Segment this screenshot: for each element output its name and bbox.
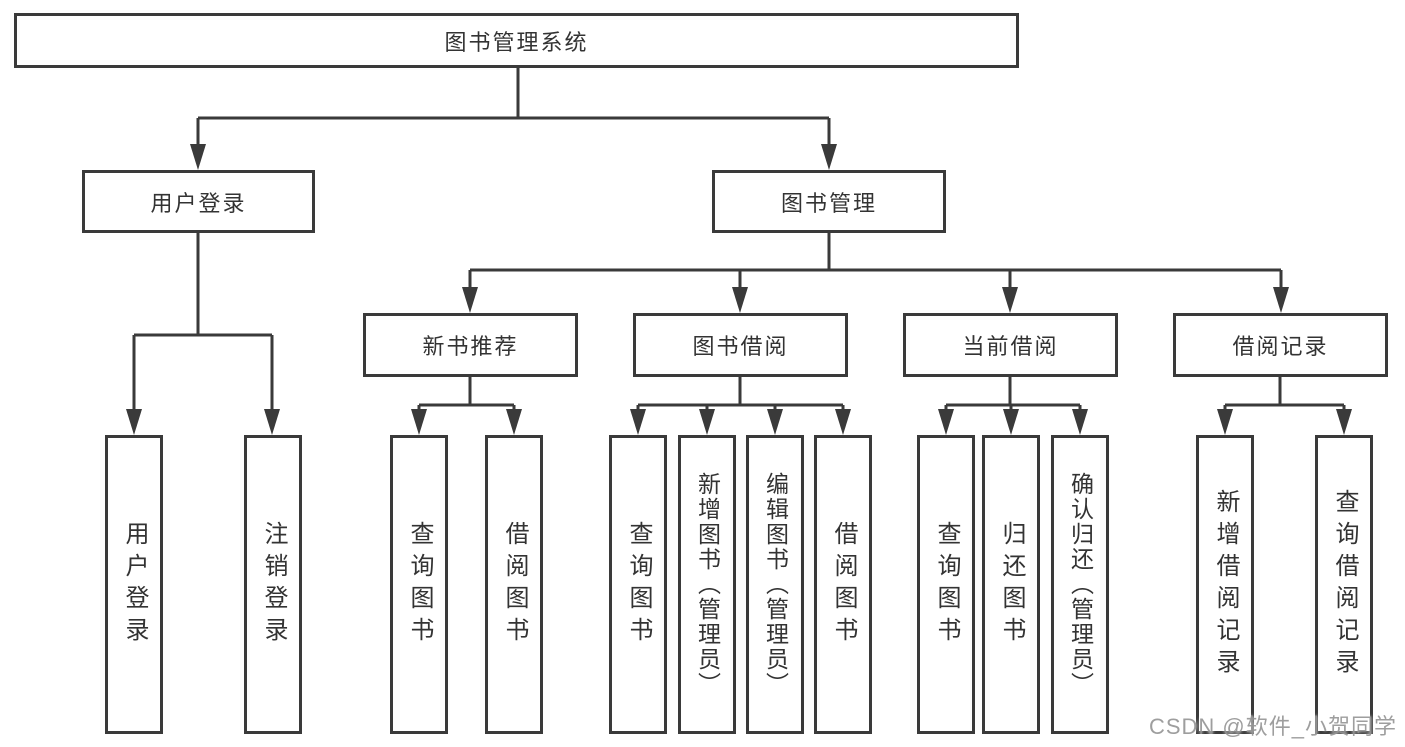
node-new-book-recommend: 新书推荐 <box>363 313 578 377</box>
arrow-down-icon <box>1002 287 1018 313</box>
arrow-down-icon <box>1336 409 1352 435</box>
leaf-record-add: 新增借阅记录 <box>1196 435 1254 734</box>
node-root: 图书管理系统 <box>14 13 1019 68</box>
node-current-borrow: 当前借阅 <box>903 313 1118 377</box>
arrow-down-icon <box>732 287 748 313</box>
arrow-down-icon <box>1003 409 1019 435</box>
node-book-management: 图书管理 <box>712 170 946 233</box>
arrow-down-icon <box>190 144 206 170</box>
node-book-borrow: 图书借阅 <box>633 313 848 377</box>
leaf-current-query: 查询图书 <box>917 435 975 734</box>
arrow-down-icon <box>1217 409 1233 435</box>
arrow-down-icon <box>1273 287 1289 313</box>
arrow-down-icon <box>462 287 478 313</box>
leaf-logout: 注销登录 <box>244 435 302 734</box>
arrow-down-icon <box>1072 409 1088 435</box>
arrow-down-icon <box>699 409 715 435</box>
leaf-borrow-edit-admin: 编辑图书（管理员） <box>746 435 804 734</box>
node-user-login: 用户登录 <box>82 170 315 233</box>
leaf-user-login: 用户登录 <box>105 435 163 734</box>
arrow-down-icon <box>264 409 280 435</box>
arrow-down-icon <box>126 409 142 435</box>
leaf-newbook-query: 查询图书 <box>390 435 448 734</box>
leaf-current-return: 归还图书 <box>982 435 1040 734</box>
leaf-borrow-add-admin: 新增图书（管理员） <box>678 435 736 734</box>
arrow-down-icon <box>938 409 954 435</box>
csdn-watermark: CSDN @软件_小贺同学 <box>1148 714 1397 739</box>
arrow-down-icon <box>411 409 427 435</box>
arrow-down-icon <box>835 409 851 435</box>
leaf-current-confirm-admin: 确认归还（管理员） <box>1051 435 1109 734</box>
arrowheads <box>126 144 1352 435</box>
arrow-down-icon <box>767 409 783 435</box>
arrow-down-icon <box>630 409 646 435</box>
arrow-down-icon <box>506 409 522 435</box>
leaf-newbook-borrow: 借阅图书 <box>485 435 543 734</box>
leaf-record-query: 查询借阅记录 <box>1315 435 1373 734</box>
leaf-borrow-borrow: 借阅图书 <box>814 435 872 734</box>
leaf-borrow-query: 查询图书 <box>609 435 667 734</box>
node-borrow-records: 借阅记录 <box>1173 313 1388 377</box>
arrow-down-icon <box>821 144 837 170</box>
